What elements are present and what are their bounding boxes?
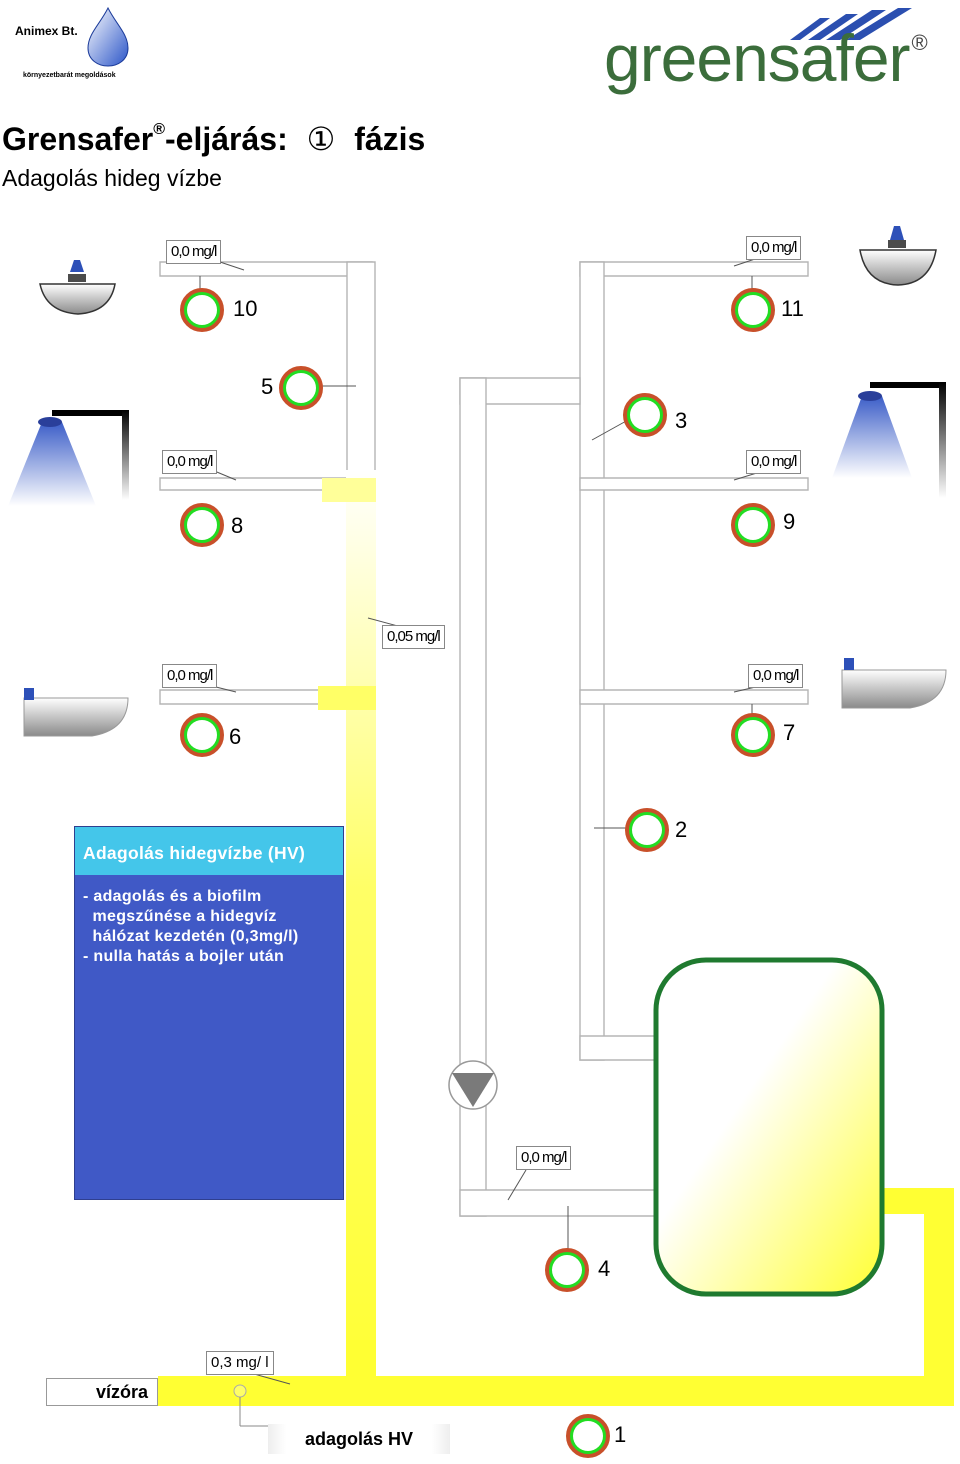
reading-top-right: 0,0 mg/l [746,236,802,260]
greensafer-mark: ® [911,30,928,55]
reading-center: 0,05 mg/l [382,625,445,649]
info-box-title: Adagolás hidegvízbe (HV) [75,827,343,875]
sensor-3 [623,393,667,437]
sensor-6 [180,713,224,757]
sensor-9 [731,503,775,547]
point-number-8: 8 [231,513,244,538]
page-title: Grensafer®-eljárás: ① fázis [2,120,425,158]
phase-symbol: ① [306,121,336,157]
point-number-1: 1 [614,1422,627,1447]
pump-icon [448,1060,498,1110]
cold-riser-right [924,1188,954,1406]
sensor-4 [545,1248,589,1292]
point-number-2: 2 [675,817,688,842]
animex-logo: Animex Bt. környezetbarát megoldások [10,4,140,82]
cold-tee-mid [322,478,376,502]
pipe-branch-mid-right [579,477,809,491]
shower-icon-left [8,410,129,506]
point-number-4: 4 [598,1256,611,1281]
sink-icon-top-left [39,260,116,315]
sensor-7 [731,713,775,757]
boiler-icon [653,957,885,1297]
title-part1: Grensafer [2,121,154,157]
reading-top-left: 0,0 mg/l [166,240,222,264]
reading-mid-left: 0,0 mg/l [162,450,218,474]
animex-slogan: környezetbarát megoldások [23,72,116,79]
sensor-1 [566,1414,610,1458]
sensor-8 [180,503,224,547]
sensor-5 [279,366,323,410]
pipe-riser-right [579,261,605,1061]
info-box-line: - adagolás és a biofilm [83,888,262,905]
sink-icon-low-left [23,688,129,737]
pipe-branch-low-right [579,689,809,705]
reading-pump: 0,0 mg/l [516,1146,572,1170]
reading-low-left: 0,0 mg/l [162,664,218,688]
title-part3: fázis [354,121,426,157]
sensor-10 [180,288,224,332]
right-riser-pipes [579,261,809,1061]
dosing-label: adagolás HV [268,1424,450,1454]
sensor-2 [625,808,669,852]
sensor-11 [731,288,775,332]
reading-low-right: 0,0 mg/l [748,664,804,688]
title-mark: ® [153,121,165,139]
point-number-5: 5 [261,374,274,399]
info-box: Adagolás hidegvízbe (HV) - adagolás és a… [74,826,344,1200]
point-number-3: 3 [675,408,688,433]
greensafer-wave-icon [790,8,912,40]
point-number-10: 10 [233,296,258,321]
title-part2: -eljárás: [164,121,288,157]
cold-tee-low [318,686,376,710]
point-number-9: 9 [783,509,796,534]
info-box-line: megszűnése a hidegvíz [83,908,277,925]
cold-riser-left [346,470,376,1400]
greensafer-text: greensafer [604,21,911,95]
sink-icon-low-right [841,658,947,709]
reading-meter: 0,3 mg/ l [206,1351,274,1375]
sink-icon-top-right [859,226,937,286]
info-box-list: - adagolás és a biofilm megszűnése a hid… [75,875,343,967]
water-meter-text: vízóra [95,1382,149,1402]
pipe-top-left [159,261,373,277]
info-box-line: - nulla hatás a bojler után [83,948,285,965]
greensafer-logo: greensafer® [604,20,928,96]
dosing-point-icon [233,1384,270,1427]
cold-tee-bottom [346,1340,376,1406]
page-subtitle: Adagolás hideg vízbe [2,165,222,191]
water-drop-icon [87,6,129,67]
info-box-line: hálózat kezdetén (0,3mg/l) [83,928,299,945]
point-number-6: 6 [229,724,242,749]
water-meter-label: vízóra [46,1378,158,1406]
reading-mid-right: 0,0 mg/l [746,450,802,474]
animex-name: Animex Bt. [15,24,78,38]
point-number-11: 11 [781,296,804,321]
shower-icon-right [832,382,946,498]
pipe-top-right [579,261,809,277]
point-number-7: 7 [783,720,796,745]
cold-water-main [158,470,954,1406]
cold-main-bottom [158,1376,954,1406]
